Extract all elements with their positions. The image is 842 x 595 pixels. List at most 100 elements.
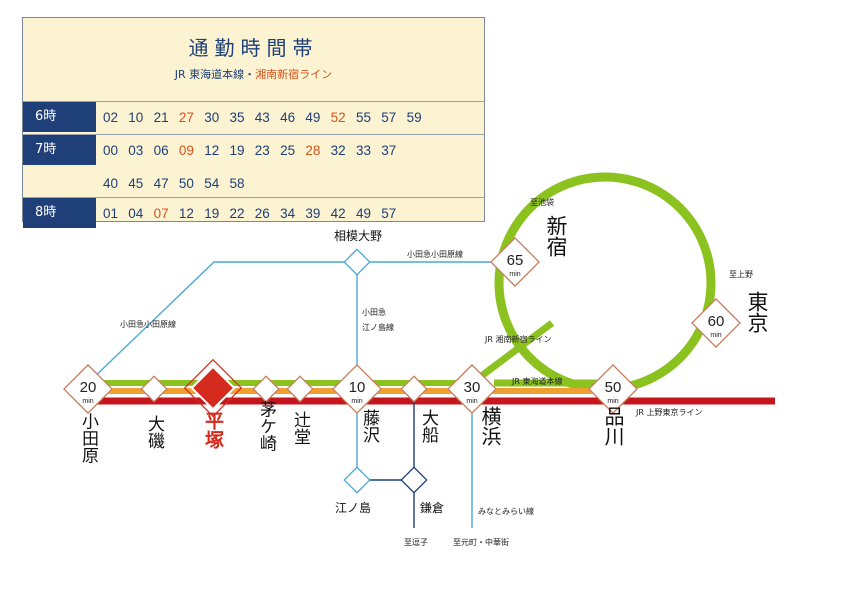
station-oiso-marker [140,375,168,403]
timetable-divider [23,101,484,102]
timetable-subtitle: JR 東海道本線・湘南新宿ライン [23,66,484,82]
timetable-hour: 7時 [23,135,96,165]
station-enoshima-marker [343,466,371,494]
station-hiratsuka-marker-outline [183,358,243,418]
station-sagami-ono-marker [343,248,371,276]
label-tsujido: 辻堂 [290,411,311,445]
departure-minute: 04 [128,205,144,221]
label-tokaido: JR 東海道本線 [511,376,562,386]
departure-minute: 43 [254,109,270,125]
departure-minute: 12 [204,142,220,158]
departure-minute: 28 [305,142,321,158]
departure-minute: 58 [229,175,245,191]
label-shinjuku: 新宿 [544,215,568,257]
badge-odawara-unit: min [82,398,93,405]
timetable-minutes: 40 45 47 50 54 58 [103,168,255,198]
badge-tokyo-time: 60 [708,313,725,330]
label-ueno-tokyo: JR 上野東京ライン [635,407,702,417]
label-enoshima: 江ノ島 [335,500,371,515]
timetable-divider [23,197,484,198]
departure-minute: 09 [178,142,194,158]
departure-minute: 12 [178,205,194,221]
departure-minute: 39 [305,205,321,221]
badge-shinagawa-time: 50 [605,379,622,396]
departure-minute: 46 [280,109,296,125]
badge-shinagawa-unit: min [607,398,618,405]
departure-minute: 49 [355,205,371,221]
departure-minute: 02 [103,109,119,125]
departure-minute: 00 [103,142,119,158]
departure-minute: 55 [355,109,371,125]
badge-fujisawa-time: 10 [349,379,366,396]
departure-minute: 21 [153,109,169,125]
label-chigasaki: 茅ケ崎 [256,400,277,451]
departure-minute: 47 [153,175,169,191]
station-ofuna-marker [400,375,428,403]
station-kamakura-marker [400,466,428,494]
departure-minute: 25 [280,142,296,158]
departure-minute: 45 [128,175,144,191]
badge-yokohama: 30 min [447,364,497,414]
label-shonan-shinjuku: JR 湘南新宿ライン [484,334,551,344]
badge-shinjuku-unit: min [509,271,520,278]
label-odakyu-odawara-left: 小田急小田原線 [120,319,176,329]
label-odakyu-enoshima-2: 江ノ島線 [362,322,394,332]
label-to-motomachi: 至元町・中華街 [453,537,509,547]
departure-minute: 50 [178,175,194,191]
departure-minute: 42 [330,205,346,221]
badge-shinjuku-time: 65 [507,252,524,269]
departure-minute: 57 [381,109,397,125]
departure-minute: 22 [229,205,245,221]
departure-minute: 30 [204,109,220,125]
departure-minute: 03 [128,142,144,158]
label-ofuna: 大船 [418,409,439,443]
departure-minute: 01 [103,205,119,221]
departure-minute: 54 [204,175,220,191]
departure-minute: 06 [153,142,169,158]
label-minatomirai: みなとみらい線 [478,506,534,516]
station-chigasaki-marker [252,375,280,403]
departure-minute: 10 [128,109,144,125]
departure-minute: 34 [280,205,296,221]
departure-minute: 27 [178,109,194,125]
label-fujisawa: 藤沢 [359,409,380,443]
label-hiratsuka: 平塚 [202,411,224,449]
departure-minute: 49 [305,109,321,125]
departure-minute: 33 [355,142,371,158]
timetable-divider [23,134,484,135]
station-tsujido-marker [286,375,314,403]
departure-minute: 57 [381,205,397,221]
timetable-title: 通勤時間帯 [188,36,319,60]
label-odakyu-enoshima-1: 小田急 [362,307,386,317]
badge-odawara-time: 20 [80,379,97,396]
departure-minute: 52 [330,109,346,125]
station-hiratsuka-marker [190,365,236,411]
badge-fujisawa: 10 min [332,364,382,414]
station-labels: 小田原 大磯 平塚 茅ケ崎 辻堂 藤沢 大船 横浜 品川 東京 新宿 [78,215,769,464]
label-kamakura: 鎌倉 [420,500,444,515]
odakyu-odawara-line [87,261,508,384]
departure-minute: 19 [204,205,220,221]
minor-stations [140,375,428,403]
badge-yokohama-unit: min [466,398,477,405]
departure-minute: 37 [381,142,397,158]
yamanote-loop [494,172,716,394]
subtitle-shonan: 湘南新宿ライン [255,68,333,81]
departure-minute: 23 [254,142,270,158]
time-badges: 20 min 10 min 30 min 50 min 60 min 65 mi… [63,237,741,414]
departure-minute: 26 [254,205,270,221]
departure-minute: 40 [103,175,119,191]
badge-shinagawa: 50 min [588,364,638,414]
label-odakyu-odawara-top: 小田急小田原線 [407,249,463,259]
label-yokohama: 横浜 [478,406,502,446]
departure-minute: 07 [153,205,169,221]
timetable-minutes: 01 04 07 12 19 22 26 34 39 42 49 57 [103,198,407,228]
label-shinagawa: 品川 [601,406,625,446]
label-sagami-ono: 相模大野 [334,229,382,243]
label-oiso: 大磯 [144,415,165,450]
